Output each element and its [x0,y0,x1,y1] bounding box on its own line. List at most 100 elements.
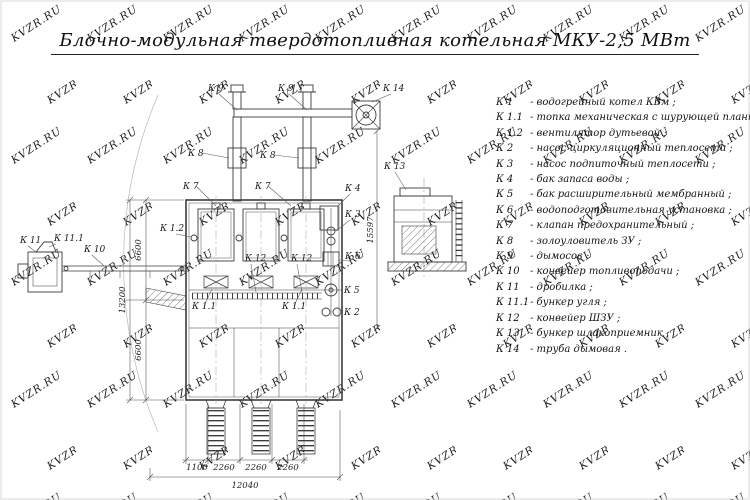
label-k7-left: К 7 [182,182,199,192]
dim-bottom-total: 12040 [231,481,259,491]
page-title: Блочно-модульная твердотопливная котельн… [51,30,699,55]
legend-key: К 7 [496,220,514,232]
label-k1-2: К 1.2 [159,224,184,234]
dimension-lines [126,127,381,481]
legend-item: К 14- труба дымовая . [496,342,748,357]
legend-key: К 13 [496,328,520,340]
legend-item: К 8 - золоуловитель ЗУ ; [496,234,748,249]
label-k1-1-left: К 1.1 [191,302,216,312]
legend-desc: - водоподготовительная установка ; [530,204,732,216]
flue-and-chimney [227,84,381,202]
dim-left-lower: 6600 [134,339,144,361]
legend-item: К 5 - бак расширительный мембранный ; [496,187,748,202]
dim-left-total: 13200 [118,286,128,314]
legend-desc: - бункер шлакоприемник ; [530,328,670,340]
ladder-2 [250,399,272,455]
label-k12-right: К 12 [290,254,313,264]
legend-desc: - дымосос ; [530,251,590,263]
fuel-conveyor [62,265,186,278]
legend-item: К 2 - насос циркуляционный теплосети ; [496,141,748,156]
legend-key: К 4 [496,174,514,186]
dim-bottom-2: 2260 [212,463,235,473]
legend-desc: - бак запаса воды ; [530,174,630,186]
legend-key: К 1.2 [496,127,523,139]
legend-desc: - насос циркуляционный теплосети ; [530,143,733,155]
legend-item: К 1.1 - топка механическая с шурующей пла… [496,110,750,125]
legend-key: К 11.1 [496,297,530,309]
dim-bottom-4: 2260 [276,463,299,473]
legend-desc: - топка механическая с шурующей планкой … [530,112,750,124]
detail-view [387,178,467,278]
legend-item: К 11 - дробилка ; [496,280,748,295]
label-k11: К 11 [19,236,41,246]
label-k12-left: К 12 [244,254,267,264]
legend-desc: - золоуловитель ЗУ ; [530,235,642,247]
legend-key: К 3 [496,158,514,170]
smoke-exhauster-left [228,84,246,110]
legend-item: К 10 - конвейер топливоподачи ; [496,264,748,279]
title-block: Блочно-модульная твердотопливная котельн… [0,30,750,55]
label-k8-left: К 8 [187,149,204,159]
ash-ladders [205,399,317,455]
legend-item: К 4 - бак запаса воды ; [496,172,748,187]
dim-bottom-3: 2260 [244,463,267,473]
chimney-symbol [351,100,381,130]
foundation [387,261,467,272]
water-tank [319,205,339,231]
legend-desc: - насос подпиточный теплосети ; [530,158,716,170]
legend-key: К 14 [496,343,520,355]
legend-key: К 2 [496,143,514,155]
ladder-3 [295,399,317,455]
legend-item: К 7 - клапан предохранительный ; [496,218,748,233]
legend-item: К 1.2 - вентилятор дутьевой ; [496,126,748,141]
label-k7-right: К 7 [254,182,271,192]
circ-pump-1 [321,307,331,317]
feed-pump-2 [326,236,336,246]
expansion-tank [324,283,338,297]
legend-key: К 10 [496,266,520,278]
legend-desc: - конвейер ШЗУ ; [530,312,621,324]
water-treatment [322,251,340,267]
equipment-labels: К 9 К 9 К 14 К 8 К 8 К 7 К 7 К 4 К 13 К … [19,84,406,318]
label-k9-right: К 9 [277,84,294,94]
legend-desc: - бункер угля ; [530,297,607,309]
legend-item: К 1 - водогрейный котел КВм ; [496,95,748,110]
label-k3: К 3 [344,210,361,220]
label-k14: К 14 [382,84,405,94]
legend-desc: - конвейер топливоподачи ; [530,266,680,278]
legend-item: К 12 - конвейер ШЗУ ; [496,311,748,326]
dim-left-upper: 6600 [134,239,144,261]
legend-key: К 11 [496,281,520,293]
layout-arc [123,94,159,433]
label-k1-1-right: К 1.1 [281,302,306,312]
legend-desc: - дробилка ; [530,281,593,293]
crusher [17,241,63,293]
legend-desc: - бак расширительный мембранный ; [530,189,732,201]
legend-item: К 9 - дымосос ; [496,249,748,264]
legend-item: К 13 - бункер шлакоприемник ; [496,326,748,341]
legend-desc: - клапан предохранительный ; [530,220,695,232]
label-k4: К 4 [344,184,361,194]
leader-lines [27,93,407,313]
legend-key: К 1.1 [496,112,523,124]
legend-key: К 6 [496,204,514,216]
centerlines [215,196,307,404]
legend-key: К 12 [496,312,520,324]
legend-desc: - водогрейный котел КВм ; [530,97,676,108]
label-k10: К 10 [83,245,106,255]
label-k5: К 5 [343,286,360,296]
label-k9-left: К 9 [207,84,224,94]
label-k6: К 6 [344,252,361,262]
label-k8-right: К 8 [259,151,276,161]
legend-desc: - вентилятор дутьевой ; [530,127,667,139]
dim-chimney-height: 15597 [366,216,376,244]
legend: К 1 - водогрейный котел КВм ; К 1.1 - топк… [496,95,750,357]
legend-key: К 8 [496,235,514,247]
legend-item: К 3 - насос подпиточный теплосети ; [496,157,748,172]
legend-key: К 5 [496,189,514,201]
legend-key: К 9 [496,251,514,263]
legend-key: К 1 [496,97,514,108]
